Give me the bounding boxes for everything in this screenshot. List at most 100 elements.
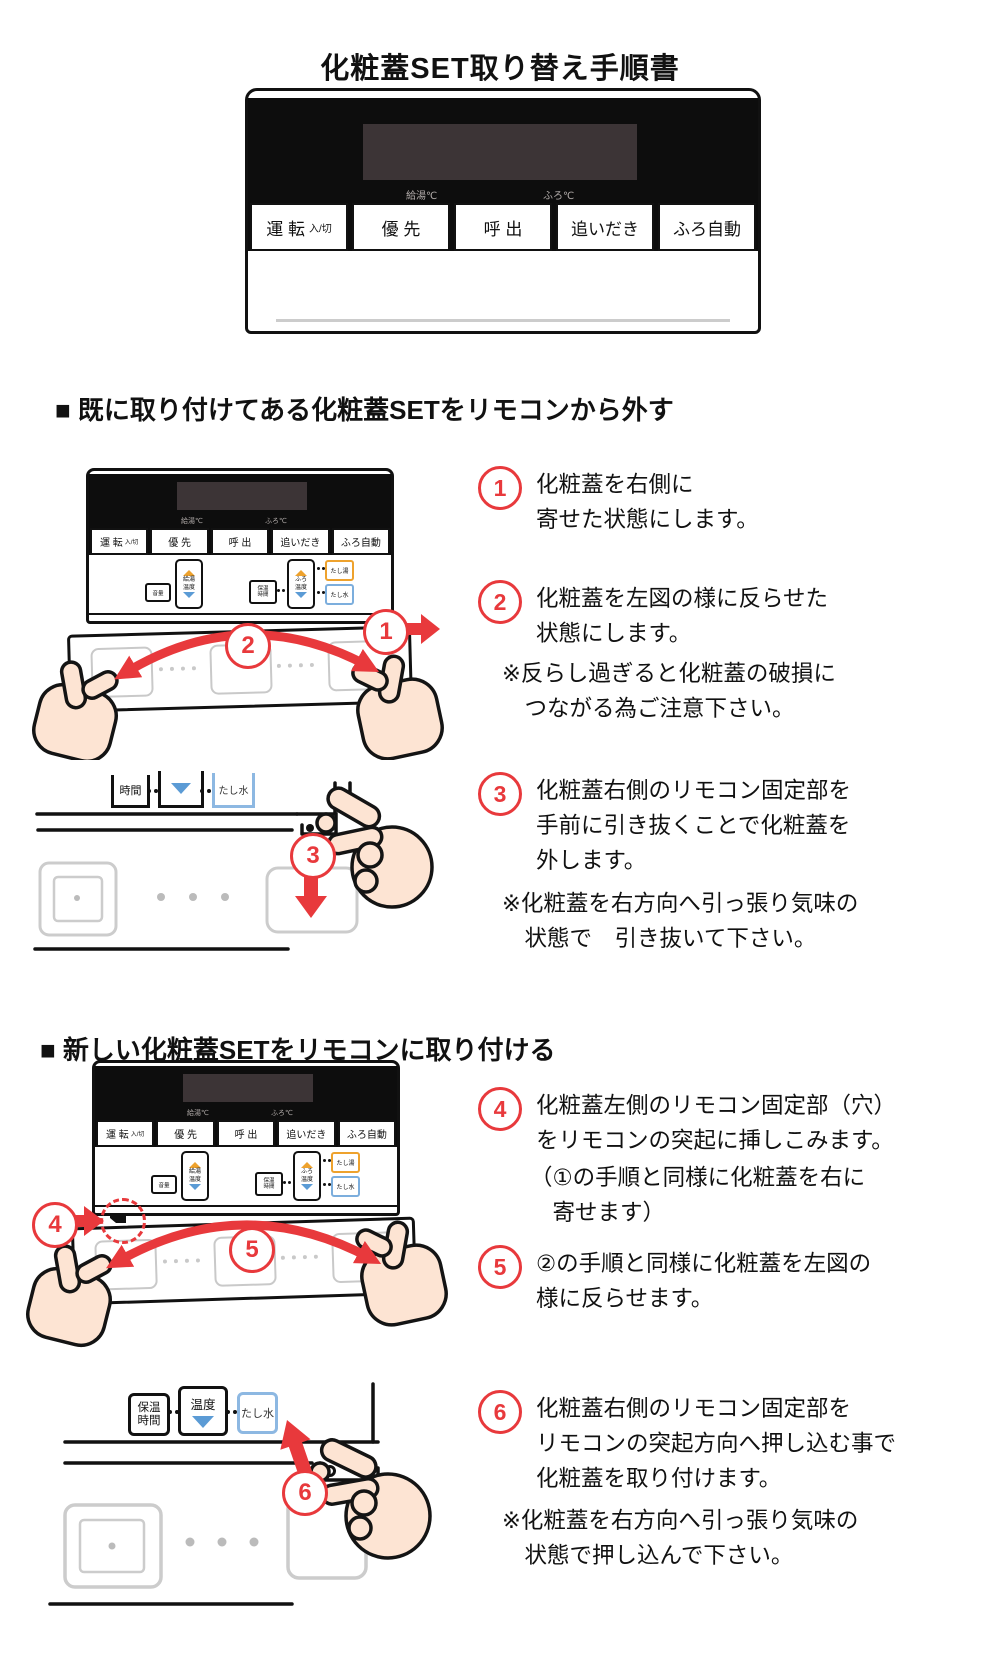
up-arrow-icon — [189, 1162, 201, 1168]
cover-dot — [74, 895, 80, 901]
label-furo-temp: ふろ℃ — [265, 518, 287, 525]
button-unten: 運 転入/切 — [90, 528, 149, 555]
remote-control-illustration: 給湯℃ ふろ℃ 運 転入/切 優 先 呼 出 追いだき ふろ自動 — [245, 88, 761, 334]
button-yusen: 優 先 — [156, 1120, 215, 1147]
button-unten: 運 転入/切 — [250, 203, 348, 251]
cover-dot — [221, 893, 229, 901]
furo-temp-button: ふろ温度 — [293, 1151, 321, 1201]
tashimizu-button: たし水 — [325, 584, 354, 605]
ondo-label: 温度 — [182, 584, 195, 591]
button-furo-auto-label: ふろ自動 — [346, 1130, 387, 1141]
ondo-label: 温度 — [190, 1398, 216, 1412]
volume-button: 音量 — [145, 583, 171, 602]
pull-down-arrow — [295, 873, 327, 918]
button-yusen: 優 先 — [150, 528, 209, 555]
button-oidaki-label: 追いだき — [280, 538, 321, 549]
step-5-text: ②の手順と同様に化粧蓋を左図の 様に反らせます。 — [536, 1251, 872, 1311]
push-up-arrow — [280, 1420, 314, 1481]
connector-dots — [277, 589, 280, 592]
button-unten: 運 転入/切 — [96, 1120, 155, 1147]
hoon-jikan-button-closeup: 保温時間 — [128, 1393, 170, 1436]
jikan-label: 時間 — [257, 592, 269, 598]
down-arrow-icon — [183, 592, 195, 598]
button-yusen-label: 優 先 — [168, 538, 191, 549]
button-oidaki: 追いだき — [277, 1120, 336, 1147]
hoon-label: 保温 — [263, 1178, 275, 1184]
marker-step-4: 4 — [32, 1202, 78, 1248]
connector-dots — [200, 789, 204, 793]
jikan-label: 時間 — [137, 1414, 161, 1427]
button-unten-sub: 入/切 — [124, 540, 139, 546]
volume-button: 音量 — [151, 1175, 177, 1194]
tashimizu-button: たし水 — [331, 1176, 360, 1197]
label-kyuto-temp: 給湯℃ — [406, 191, 438, 202]
furo-label: ふろ — [294, 577, 307, 583]
step-4: 4 化粧蓋左側のリモコン固定部（穴） をリモコンの突起に挿しこみます。 — [478, 1087, 896, 1158]
cover-dot — [189, 893, 197, 901]
inner-button-panel: 音量 給湯温度 保温時間 ふろ温度 たし湯 たし水 — [95, 1147, 397, 1205]
cover-seam-line — [276, 319, 730, 322]
remote-button-row: 運 転入/切 優 先 呼 出 追いだき ふろ自動 — [248, 203, 758, 251]
hoon-jikan-button: 保温時間 — [249, 580, 277, 604]
slide-right-arrow — [404, 614, 440, 644]
step-1-text: 化粧蓋を右側に 寄せた状態にします。 — [536, 472, 759, 532]
jikan-label: 時間 — [263, 1184, 275, 1190]
down-arrow-icon — [189, 1184, 201, 1190]
button-yobidashi: 呼 出 — [454, 203, 552, 251]
ondo-label: 温度 — [300, 1176, 313, 1183]
step-1-number: 1 — [478, 466, 522, 510]
kyuto-temp-button: 給湯温度 — [175, 559, 203, 609]
left-hand — [26, 1244, 113, 1348]
connector-dots — [147, 789, 151, 793]
step-4-note: （①の手順と同様に化粧蓋を右に 寄せます） — [530, 1165, 866, 1225]
button-yobidashi: 呼 出 — [210, 528, 270, 555]
step-6-text: 化粧蓋右側のリモコン固定部を リモコンの突起方向へ押し込む事で 化粧蓋を取り付け… — [536, 1396, 897, 1491]
remote-header-panel: 給湯℃ ふろ℃ — [248, 98, 758, 203]
step-2-text: 化粧蓋を左図の様に反らせた 状態にします。 — [536, 586, 829, 646]
down-arrow-icon — [295, 592, 307, 598]
furo-temp-button: ふろ温度 — [287, 559, 315, 609]
kyuto-label: 給湯 — [188, 1169, 201, 1175]
step-3-number: 3 — [478, 772, 522, 816]
marker-step-1: 1 — [363, 609, 409, 655]
button-yusen-label: 優 先 — [174, 1130, 197, 1141]
step-3-note: ※化粧蓋を右方向へ引っ張り気味の 状態で 引き抜いて下さい。 — [502, 891, 859, 951]
cover-dot — [249, 1537, 259, 1547]
label-kyuto-temp: 給湯℃ — [181, 518, 203, 525]
button-oidaki: 追いだき — [271, 528, 330, 555]
cover-dot — [185, 1537, 195, 1547]
tashimizu-button-closeup: たし水 — [212, 773, 255, 808]
figure2-overlay — [33, 781, 434, 951]
remote-cover-closed — [248, 251, 758, 324]
page-title: 化粧蓋SET取り替え手順書 — [320, 53, 680, 86]
button-yusen: 優 先 — [352, 203, 450, 251]
pinching-hand — [309, 1438, 432, 1560]
hoon-label: 保温 — [137, 1402, 161, 1414]
down-arrow-icon — [171, 782, 191, 794]
step-6: 6 化粧蓋右側のリモコン固定部を リモコンの突起方向へ押し込む事で 化粧蓋を取り… — [478, 1390, 896, 1496]
hoon-jikan-button-closeup: 時間 — [111, 775, 150, 808]
section-heading-remove: ■ 既に取り付けてある化粧蓋SETをリモコンから外す — [55, 394, 674, 425]
connector-dots — [168, 1410, 172, 1414]
mini-remote-header: 給湯℃ ふろ℃ — [89, 474, 391, 528]
mini-remote-rail — [89, 613, 391, 623]
up-arrow-icon — [183, 570, 195, 576]
button-oidaki-label: 追いだき — [571, 219, 639, 239]
mini-remote-header: 給湯℃ ふろ℃ — [95, 1066, 397, 1120]
button-furo-auto: ふろ自動 — [337, 1120, 397, 1147]
mini-remote-display — [183, 1074, 313, 1102]
up-arrow-icon — [295, 570, 307, 576]
figure4-overlay — [48, 1382, 432, 1606]
connector-dots — [283, 1181, 286, 1184]
cover-dot — [217, 1537, 227, 1547]
button-yobidashi-label: 呼 出 — [228, 538, 252, 549]
insert-arrow — [72, 1206, 104, 1236]
marker-step-3: 3 — [290, 833, 336, 879]
connector-dots — [317, 567, 320, 570]
connector-dots — [226, 1410, 230, 1414]
button-furo-auto-label: ふろ自動 — [340, 538, 381, 549]
marker-step-5: 5 — [229, 1227, 275, 1273]
remote-display — [363, 124, 637, 180]
right-hand — [355, 1220, 448, 1327]
label-furo-temp: ふろ℃ — [271, 1110, 293, 1117]
